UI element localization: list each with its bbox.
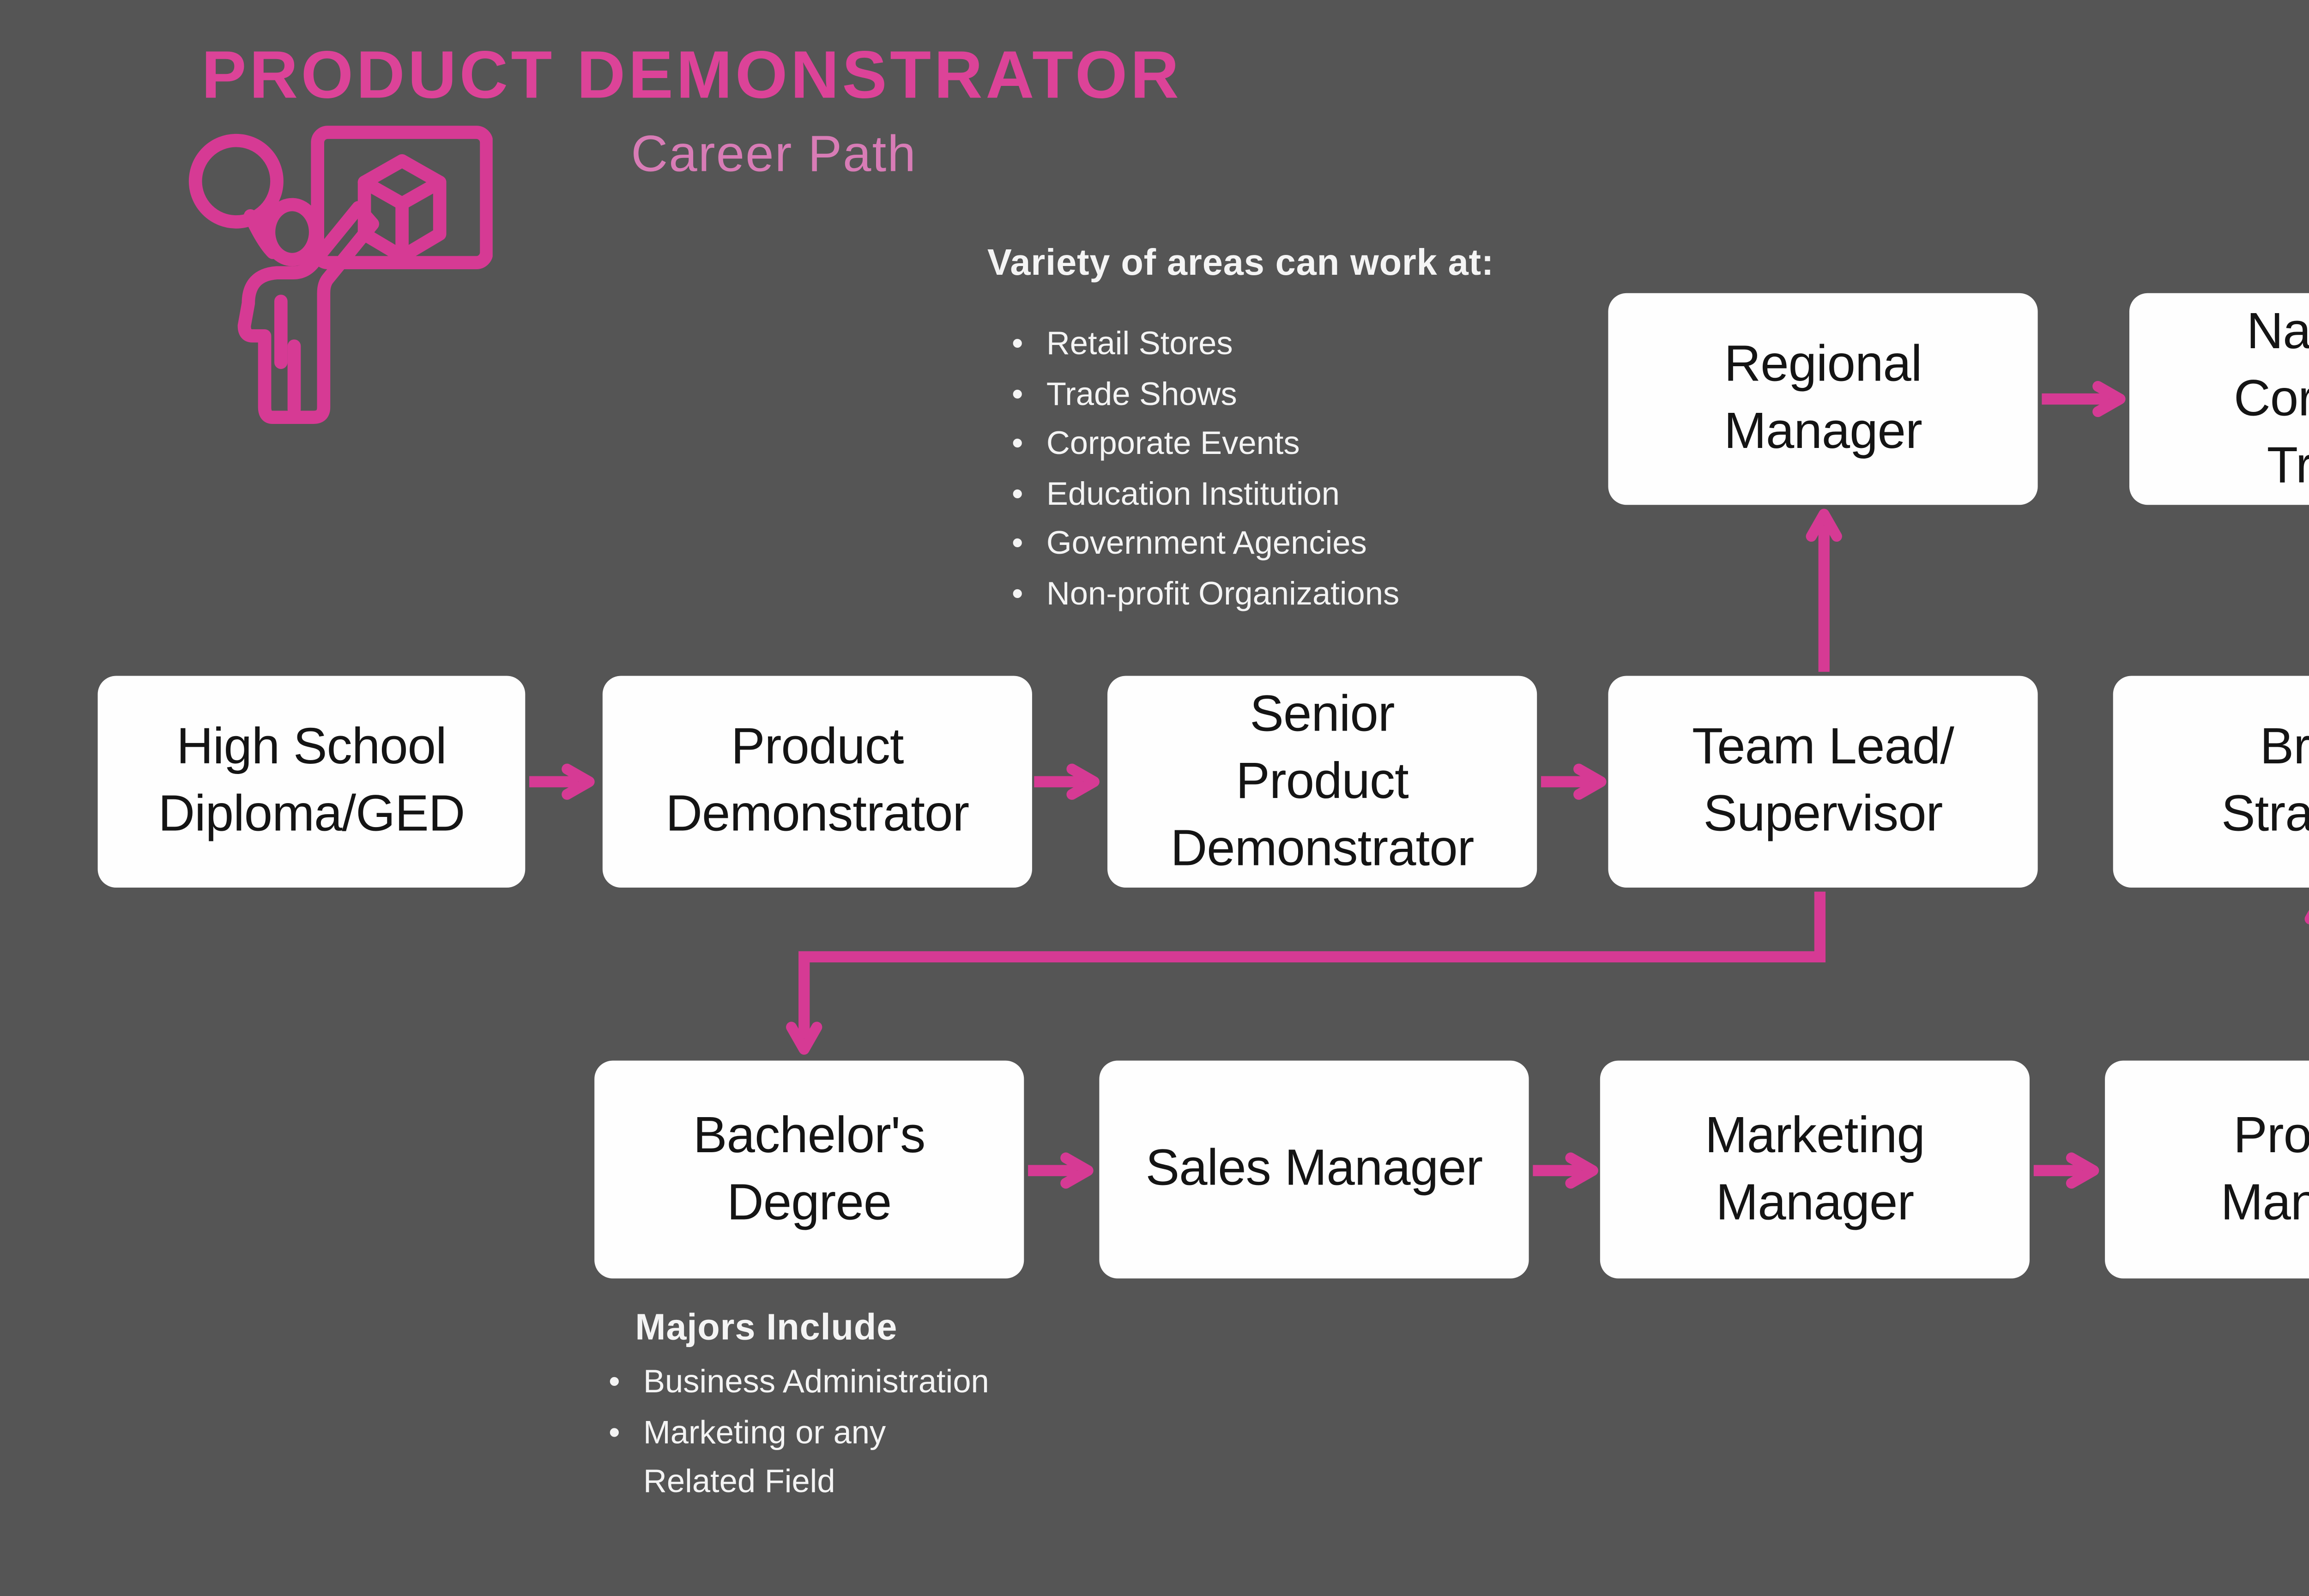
node-product-manager: Product Manager: [2105, 1060, 2309, 1279]
work-areas-heading: Variety of areas can work at:: [987, 242, 1494, 283]
major-item: Marketing or any Related Field: [609, 1410, 989, 1510]
page-title: PRODUCT DEMONSTRATOR: [201, 36, 1182, 112]
node-sales-manager: Sales Manager: [1099, 1060, 1529, 1279]
work-areas-list: Retail Stores Trade Shows Corporate Even…: [1012, 321, 1399, 621]
node-team-lead-supervisor: Team Lead/ Supervisor: [1608, 676, 2038, 888]
cube-icon: [357, 154, 447, 263]
presenter-board-icon: [188, 126, 493, 424]
node-national-corporate-trainer: National/ Corporate Trainer: [2129, 293, 2309, 505]
node-bachelors-degree: Bachelor's Degree: [594, 1060, 1024, 1279]
work-area-item: Government Agencies: [1012, 521, 1399, 571]
work-area-item: Retail Stores: [1012, 321, 1399, 371]
node-marketing-manager: Marketing Manager: [1600, 1060, 2030, 1279]
node-brand-strategist: Brand Strategist: [2113, 676, 2309, 888]
node-senior-product-demonstrator: Senior Product Demonstrator: [1107, 676, 1537, 888]
node-product-demonstrator: Product Demonstrator: [602, 676, 1032, 888]
connector-teamlead-to-bachelors: [786, 891, 1826, 1055]
person-icon: [237, 198, 380, 424]
work-area-item: Non-profit Organizations: [1012, 571, 1399, 621]
work-area-item: Corporate Events: [1012, 421, 1399, 471]
node-high-school-diploma: High School Diploma/GED: [97, 676, 526, 888]
page-subtitle: Career Path: [631, 126, 917, 183]
major-item: Business Administration: [609, 1360, 989, 1410]
majors-list: Business Administration Marketing or any…: [609, 1360, 989, 1510]
work-area-item: Trade Shows: [1012, 371, 1399, 421]
node-regional-manager: Regional Manager: [1608, 293, 2038, 505]
work-area-item: Education Institution: [1012, 471, 1399, 521]
majors-heading: Majors Include: [635, 1307, 898, 1348]
